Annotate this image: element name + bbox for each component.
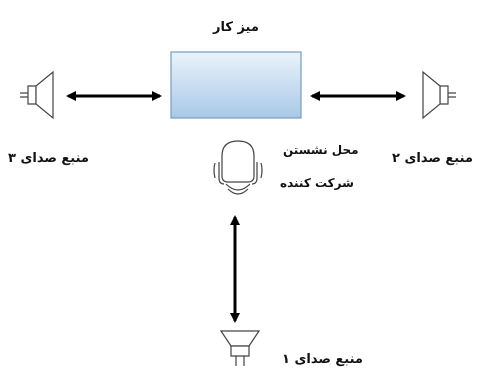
seat-label-line1: محل نشستن [283,143,359,157]
seat-label-line2: شرکت کننده [280,176,354,190]
speaker-3-label: منبع صدای ۳ [8,151,89,166]
desk-label: میز کار [213,20,259,35]
speaker-3-icon [20,70,54,120]
speaker-1-icon [219,330,261,366]
speaker-2-label: منبع صدای ۲ [392,151,473,166]
speaker-2-icon [422,70,456,120]
speaker-1-label: منبع صدای ۱ [282,352,363,367]
work-desk [170,51,302,119]
office-chair-icon [213,140,263,195]
